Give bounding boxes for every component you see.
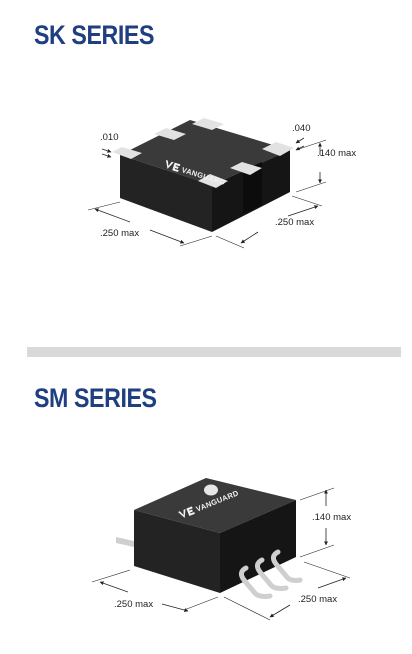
vanguard-v-icon <box>178 506 195 518</box>
sm-lead <box>270 549 303 583</box>
sk-pad <box>112 147 142 159</box>
sm-chip-left-face <box>134 510 220 593</box>
sm-lead <box>238 565 273 599</box>
sm-chip-right-face <box>220 500 296 593</box>
sm-dim-height-label: .140 max <box>312 512 351 523</box>
sk-pad <box>230 162 262 175</box>
sk-dim-pad-gap-label: .040 <box>292 123 311 134</box>
sk-dim-length: .250 max <box>87 201 213 247</box>
sm-left-lead <box>116 537 134 547</box>
sm-series-title: SM SERIES <box>34 383 157 413</box>
sk-dim-height: .140 max <box>295 139 356 193</box>
sk-dim-pad-width: .010 <box>100 132 119 158</box>
sm-chip-top-face <box>134 478 296 533</box>
sk-series-drawing: VANGUARD .010 .040 .140 max .250 max .25… <box>87 118 356 249</box>
sk-dim-width-label: .250 max <box>275 217 314 228</box>
sk-dim-width: .250 max <box>215 195 323 249</box>
sm-leads <box>238 549 303 599</box>
sm-pin1-dot <box>204 484 218 496</box>
sk-series-title: SK SERIES <box>34 20 155 50</box>
sm-series-drawing: VANGUARD .140 max .250 max .250 max <box>91 478 351 621</box>
sk-dim-length-label: .250 max <box>100 228 139 239</box>
sk-dim-height-label: .140 max <box>317 148 356 159</box>
sm-lead <box>254 557 289 591</box>
sk-pad <box>154 128 186 140</box>
sm-dim-length-label: .250 max <box>114 599 153 610</box>
vanguard-v-icon <box>166 160 181 173</box>
sm-chip-body <box>134 478 296 593</box>
sm-dim-width: .250 max <box>223 561 351 621</box>
sk-chip-left-face <box>120 155 212 232</box>
sm-dim-height: .140 max <box>299 487 351 558</box>
sm-dim-length: .250 max <box>91 569 219 612</box>
sk-pad <box>198 174 228 188</box>
sk-pad <box>192 118 224 130</box>
sk-pad <box>262 142 294 156</box>
sk-dim-pad-width-label: .010 <box>100 132 119 143</box>
section-divider <box>27 347 401 357</box>
sk-pads <box>112 118 294 188</box>
sk-chip-notch <box>243 162 262 214</box>
sm-dim-width-label: .250 max <box>298 594 337 605</box>
